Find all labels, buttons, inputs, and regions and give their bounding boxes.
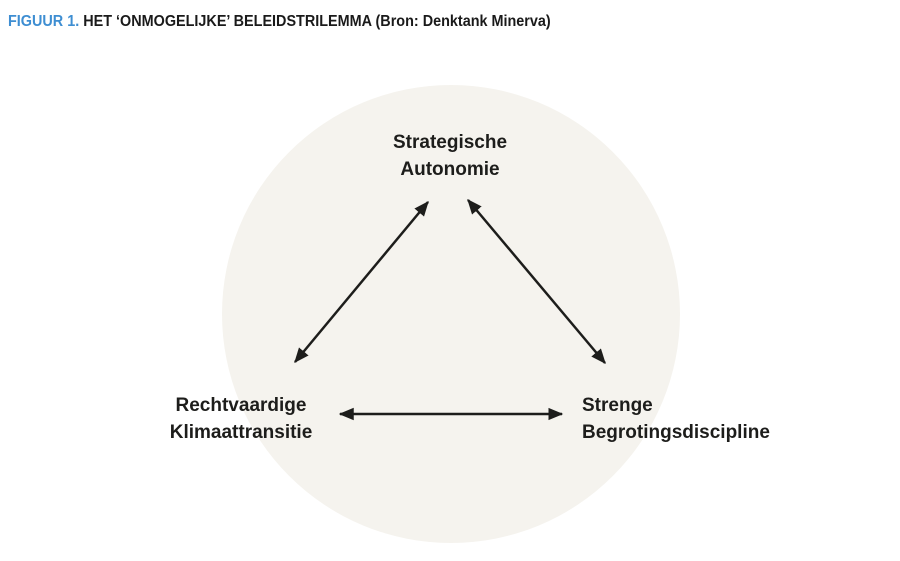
figure-title: FIGUUR 1. HET ‘ONMOGELIJKE’ BELEIDSTRILE… — [8, 13, 551, 31]
node-strategische-autonomie: Strategische Autonomie — [392, 132, 508, 180]
node-rechtvaardige-klimaattransitie: Rechtvaardige Klimaattransitie — [169, 395, 313, 443]
edge-top-bottomleft-arrow — [294, 201, 429, 363]
node-strenge-begrotingsdiscipline: Strenge Begrotingsdiscipline — [582, 395, 770, 443]
figure-number-label: FIGUUR 1. — [8, 13, 80, 30]
edge-top-bottomright-arrow — [467, 199, 606, 364]
figure-title-text: HET ‘ONMOGELIJKE’ BELEIDSTRILEMMA (Bron:… — [83, 13, 551, 30]
